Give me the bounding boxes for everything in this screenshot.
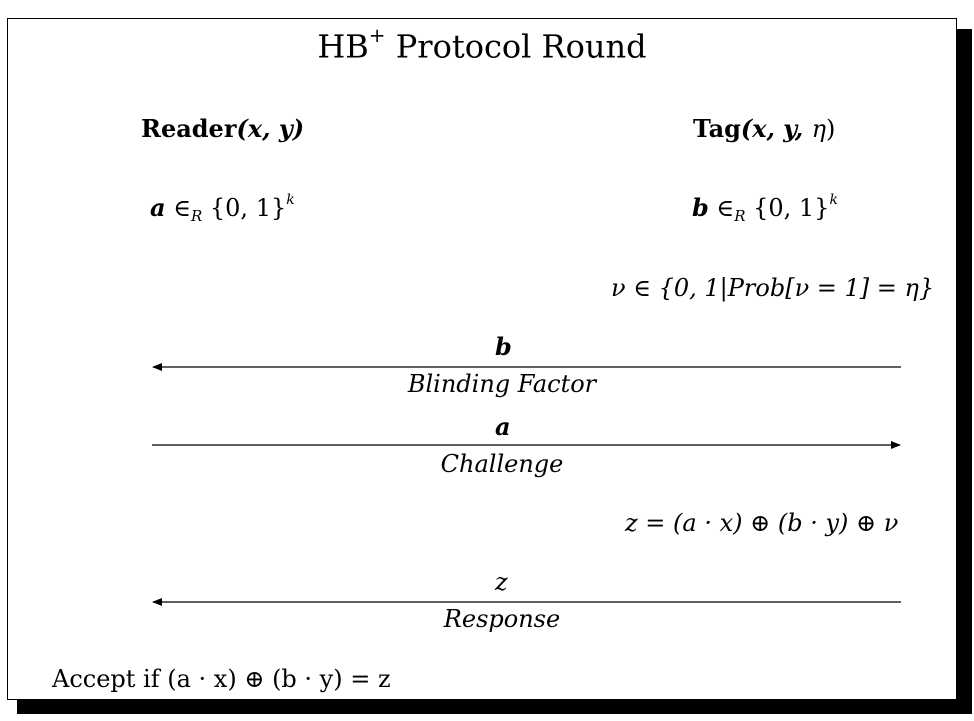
message-2-label: Challenge	[440, 450, 564, 478]
message-1-label: Blinding Factor	[407, 370, 597, 398]
arrows-layer	[152, 363, 901, 606]
message-3-label: Response	[443, 605, 561, 633]
tag-choice-exp: k	[829, 192, 838, 208]
reader-name: Reader	[141, 114, 237, 143]
tag-response-computation: z = (a · x) ⊕ (b · y) ⊕ ν	[625, 509, 899, 537]
reader-choice-exp: k	[286, 192, 295, 208]
tag-choice-sub: R	[734, 207, 746, 225]
tag-close: )	[826, 115, 836, 143]
diagram-frame: HB+ Protocol Round Reader(x, y) Tag(x, y…	[7, 18, 957, 700]
tag-header: Tag(x, y, η)	[693, 114, 836, 143]
message-2-symbol: a	[495, 412, 511, 441]
reader-choice: a ∈R {0, 1}k	[150, 193, 295, 224]
message-3-symbol: z	[495, 568, 508, 596]
title-main: HB	[317, 27, 369, 66]
reader-choice-op: ∈	[165, 194, 191, 222]
tag-eta: η	[811, 115, 827, 143]
message-1-symbol: b	[495, 332, 512, 361]
tag-choice-var: b	[692, 193, 709, 222]
tag-choice: b ∈R {0, 1}k	[692, 193, 838, 224]
reader-header: Reader(x, y)	[141, 117, 304, 141]
tag-name: Tag	[693, 114, 741, 143]
title-sup: +	[368, 23, 386, 47]
reader-params: (x, y)	[236, 114, 305, 143]
title-rest: Protocol Round	[385, 27, 647, 66]
reader-choice-sub: R	[190, 207, 203, 225]
accept-condition: Accept if (a · x) ⊕ (b · y) = z	[52, 665, 391, 693]
tag-params: (x, y,	[740, 114, 812, 143]
tag-choice-op: ∈	[708, 194, 735, 222]
diagram-title: HB+ Protocol Round	[8, 25, 956, 66]
reader-choice-var: a	[150, 193, 166, 222]
noise-definition: ν ∈ {0, 1|Prob[ν = 1] = η}	[611, 274, 935, 302]
reader-choice-set: {0, 1}	[202, 194, 287, 222]
tag-choice-set: {0, 1}	[745, 194, 830, 222]
